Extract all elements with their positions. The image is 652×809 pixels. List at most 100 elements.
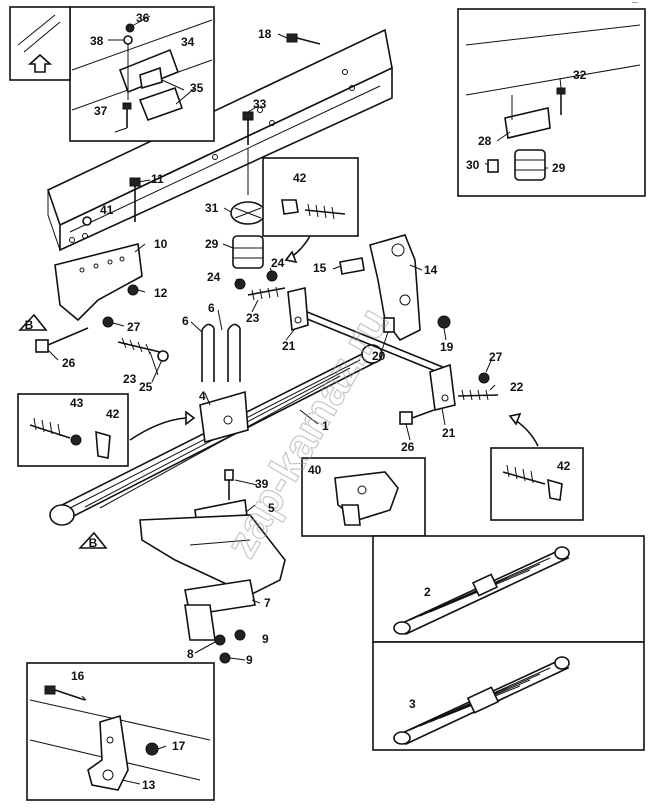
callout-42-top: 42 — [293, 171, 307, 185]
callout-numbers: 36 38 34 35 37 18 33 32 28 30 29 11 42 3… — [62, 11, 587, 792]
callout-16: 16 — [71, 669, 85, 683]
inset-40 — [301, 457, 426, 537]
callout-17: 17 — [172, 739, 186, 753]
callout-5: 5 — [268, 501, 275, 515]
arrow-inset-42-right — [514, 419, 539, 447]
nut-41 — [82, 216, 92, 226]
nut-9b — [219, 652, 231, 664]
callout-27-right: 27 — [489, 350, 503, 364]
callout-21-upper: 21 — [282, 339, 296, 353]
callout-30: 30 — [466, 158, 480, 172]
callout-35: 35 — [190, 81, 204, 95]
u-bolt-6 — [201, 323, 241, 382]
callout-1: 1 — [322, 419, 329, 433]
nut-27b — [478, 372, 490, 384]
callout-24-right: 24 — [271, 256, 285, 270]
callout-2: 2 — [424, 585, 431, 599]
washer-25 — [157, 350, 169, 362]
callout-9-lower: 9 — [246, 653, 253, 667]
callout-29-inset: 29 — [552, 161, 566, 175]
spring-clamp-4 — [199, 390, 249, 444]
callout-4: 4 — [199, 389, 206, 403]
inset-43-42-left — [17, 393, 129, 467]
bolt-26b — [399, 409, 435, 425]
nut-19 — [437, 315, 451, 329]
callout-42-right: 42 — [557, 459, 571, 473]
bump-stop-31 — [230, 201, 266, 225]
axle-housing — [139, 514, 286, 596]
callout-19: 19 — [440, 340, 454, 354]
shock-absorber-end-22 — [457, 389, 499, 401]
bracket-28 — [504, 107, 551, 139]
inset-leaf-spring-2 — [372, 535, 645, 643]
bolt-30 — [487, 159, 499, 173]
bolt-37 — [122, 102, 132, 128]
view-marker-b-1-label: B — [25, 318, 34, 332]
inset-42-top — [262, 157, 359, 237]
callout-25: 25 — [139, 380, 153, 394]
callout-21-lower: 21 — [442, 426, 456, 440]
callout-24-left: 24 — [207, 270, 221, 284]
callout-37: 37 — [94, 104, 108, 118]
corner-mark: ¯ — [631, 1, 638, 13]
callout-29-main: 29 — [205, 237, 219, 251]
shock-mount-21a — [287, 287, 309, 332]
callout-20: 20 — [372, 349, 386, 363]
shock-absorber-end-23 — [117, 337, 161, 355]
callout-11: 11 — [151, 172, 164, 186]
washer-38 — [123, 35, 133, 45]
callout-9-upper: 9 — [262, 632, 269, 646]
inset-bottom-left — [26, 662, 215, 801]
callout-34: 34 — [181, 35, 195, 49]
inset-top-left — [69, 6, 215, 142]
callout-3: 3 — [409, 697, 416, 711]
callout-6-right: 6 — [208, 301, 215, 315]
callout-7: 7 — [264, 596, 271, 610]
view-marker-b-2: B — [78, 531, 108, 550]
callout-23-upper: 23 — [246, 311, 260, 325]
nut-27 — [102, 316, 114, 328]
callout-23-lower: 23 — [123, 372, 137, 386]
bump-stop-29-main — [232, 235, 264, 269]
bracket-34 — [118, 48, 180, 94]
callout-26-left: 26 — [62, 356, 76, 370]
view-marker-b-2-label: B — [89, 536, 98, 550]
nut-17 — [145, 742, 159, 756]
inset-leaf-spring-3 — [372, 641, 645, 751]
bracket-13 — [87, 714, 129, 791]
view-marker-b-1: B — [18, 313, 48, 332]
bump-stop-29 — [514, 149, 546, 181]
callout-22: 22 — [510, 380, 524, 394]
callout-42-left: 42 — [106, 407, 120, 421]
callout-41: 41 — [100, 203, 114, 217]
bolt-20 — [383, 317, 395, 333]
shock-absorber-end-23-upper — [247, 286, 286, 301]
callout-40: 40 — [308, 463, 322, 477]
callout-31: 31 — [205, 201, 219, 215]
leader-lines — [47, 15, 562, 785]
nut-12 — [127, 284, 139, 296]
plate-15 — [339, 257, 365, 275]
bolt-39 — [224, 469, 234, 500]
cross-rod — [289, 304, 451, 378]
callout-10: 10 — [154, 237, 168, 251]
callout-33: 33 — [253, 97, 267, 111]
shackle-bolt-26 — [35, 327, 89, 353]
callout-15: 15 — [313, 261, 327, 275]
front-hanger-bracket-10 — [54, 243, 143, 322]
callout-36: 36 — [136, 11, 150, 25]
frame-rail — [47, 28, 393, 252]
direction-arrow-inset — [9, 6, 71, 81]
bolt-16 — [44, 685, 86, 701]
callout-6-left: 6 — [182, 314, 189, 328]
nut-9 — [234, 629, 246, 641]
spacer-7 — [184, 579, 256, 641]
callout-38: 38 — [90, 34, 104, 48]
bolt-18 — [286, 33, 321, 45]
callout-32: 32 — [573, 68, 587, 82]
rear-hanger-bracket-14 — [369, 234, 421, 342]
shock-mount-21b — [429, 363, 456, 411]
arrow-inset-42-left — [129, 417, 187, 441]
callout-27-left: 27 — [127, 320, 141, 334]
inset-top-right — [457, 8, 646, 197]
